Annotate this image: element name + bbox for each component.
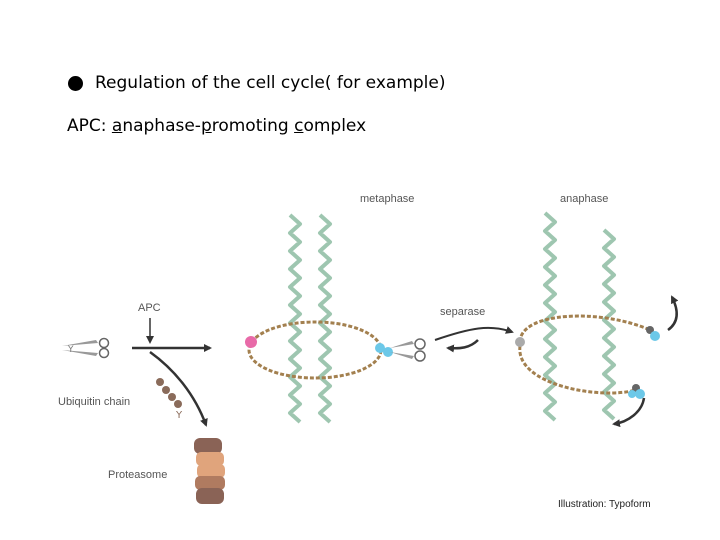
- heading: Regulation of the cell cycle( for exampl…: [68, 70, 445, 96]
- ubiquitin-curve-arrow: [149, 350, 208, 427]
- definition-rest-a: naphase-: [122, 116, 201, 136]
- ubiquitin-chain-icon: Y: [156, 378, 183, 421]
- anaphase-chromatid-left: [543, 211, 557, 422]
- anaphase-arrow-down: [612, 397, 646, 428]
- definition-rest-c: omplex: [303, 116, 367, 136]
- separase-label: separase: [440, 306, 485, 318]
- definition-rest-p: romoting: [211, 116, 295, 136]
- apc-label: APC: [138, 302, 161, 314]
- apc-scissors-icon: Y: [62, 337, 110, 359]
- definition-letter-c: c: [294, 116, 304, 136]
- apc-abbreviation: APC:: [67, 116, 107, 136]
- metaphase-chromatid-left: [288, 213, 302, 424]
- cleaved-fragment-lower: [628, 384, 645, 399]
- metaphase-label: metaphase: [360, 193, 414, 205]
- proteasome-label: Proteasome: [108, 469, 167, 481]
- securin-marker: [245, 336, 257, 348]
- anaphase-chromatid-right: [602, 228, 616, 421]
- definition-letter-a: a: [111, 116, 123, 136]
- separase-arrow: [446, 339, 479, 353]
- anaphase-arrow-up: [667, 295, 679, 332]
- apc-definition: APC: anaphase-promoting complex: [67, 116, 366, 136]
- heading-text: Regulation of the cell cycle( for exampl…: [95, 73, 446, 93]
- metaphase-cohesin-ring: [247, 320, 383, 380]
- anaphase-cohesin-open-ring: [518, 314, 651, 343]
- svg-text:Y: Y: [175, 410, 183, 421]
- illustration-credit: Illustration: Typoform: [558, 499, 651, 510]
- anaphase-ring-hinge: [515, 337, 525, 347]
- cleaved-fragment-upper: [646, 326, 660, 341]
- metaphase-to-anaphase-arrow: [434, 326, 514, 341]
- anaphase-label: anaphase: [560, 193, 608, 205]
- bullet-icon: [68, 75, 83, 91]
- scissors-icon: [390, 338, 426, 362]
- proteasome-icon: [194, 438, 225, 504]
- definition-letter-p: p: [200, 116, 212, 136]
- separase-on-ring: [375, 343, 393, 357]
- svg-text:Y: Y: [67, 345, 74, 355]
- metaphase-chromatid-right: [318, 213, 332, 424]
- anaphase-cohesin-lower-arc: [518, 345, 637, 395]
- ubiquitin-chain-label: Ubiquitin chain: [58, 396, 130, 408]
